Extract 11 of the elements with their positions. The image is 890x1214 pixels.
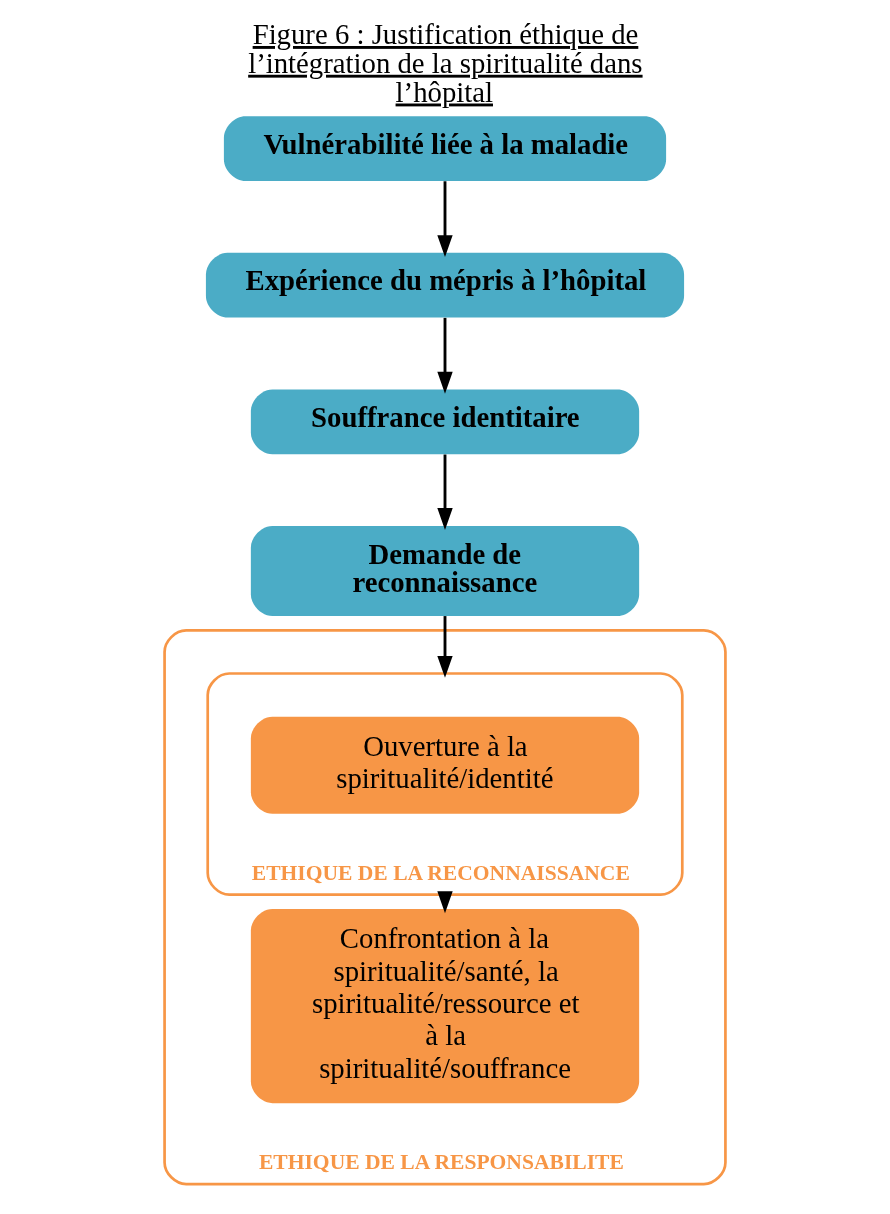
- node-box: Expérience du mépris à l’hôpital: [205, 252, 685, 318]
- node-box: Souffrance identitaire: [250, 389, 640, 455]
- node-box: Confrontation à la spiritualité/santé, la spiritualité/ressource et à la spiritualité/souffrance: [250, 909, 640, 1104]
- node-box: Ouverture à la spiritualité/identité: [250, 716, 640, 814]
- node-box: Demande de reconnaissance: [250, 526, 640, 616]
- arrow: [437, 616, 453, 678]
- arrow: [437, 454, 453, 531]
- arrow: [437, 181, 453, 258]
- node-box: Vulnérabilité liée à la maladie: [223, 116, 667, 181]
- diagram-title: Figure 6 : Justification éthique de l’intégration de la spiritualité dans l’hôpital: [248, 17, 643, 108]
- arrow: [437, 317, 453, 394]
